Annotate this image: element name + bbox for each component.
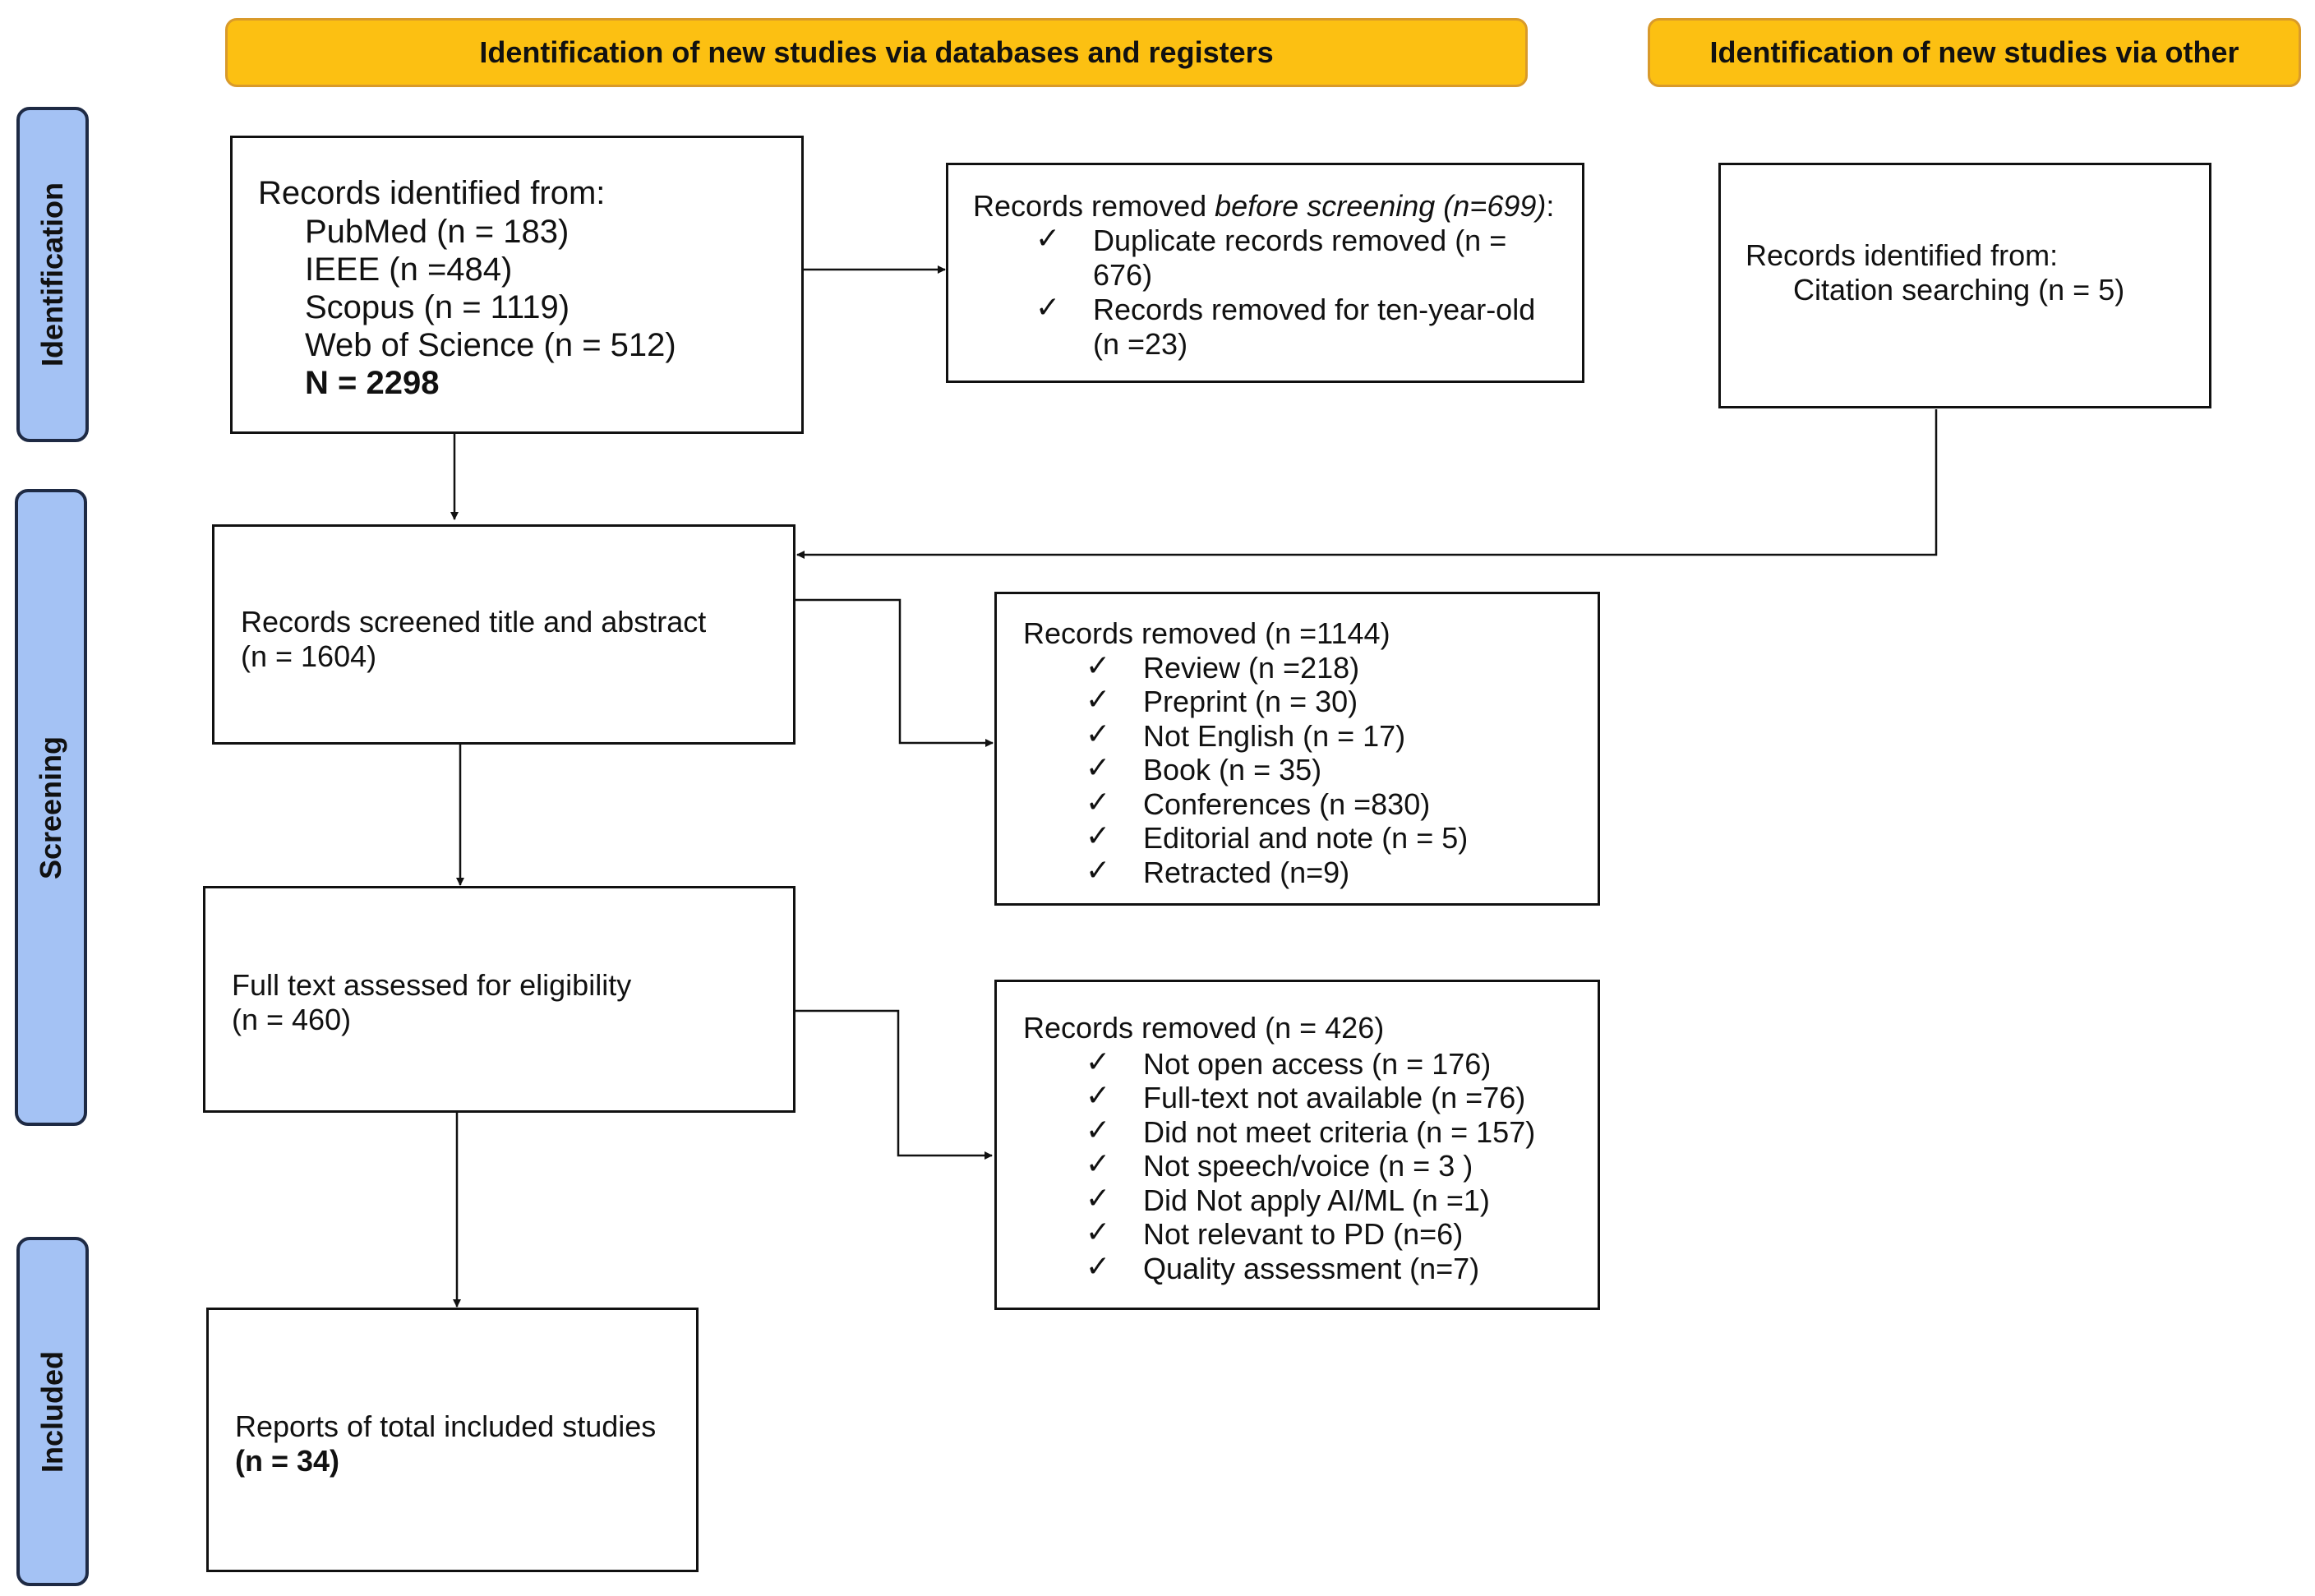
removed-screening-heading: Records removed (n =1144) xyxy=(1023,616,1390,650)
box-removed-before-screening: Records removed before screening (n=699)… xyxy=(946,163,1584,383)
check-icon: ✓ xyxy=(1086,819,1111,853)
removed-before-item-2-line-2: (n =23) xyxy=(1093,327,1188,361)
removed-screening-item: Editorial and note (n = 5) xyxy=(1143,821,1469,855)
full-text-label: Full text assessed for eligibility xyxy=(232,968,632,1002)
check-icon: ✓ xyxy=(1086,1079,1111,1113)
removed-fulltext-item: Quality assessment (n=7) xyxy=(1143,1252,1480,1285)
removed-before-item-2-line-1: Records removed for ten-year-old xyxy=(1093,293,1536,326)
box-removed-fulltext: Records removed (n = 426) ✓ Not open acc… xyxy=(994,980,1600,1310)
removed-screening-item: Not English (n = 17) xyxy=(1143,719,1406,753)
removed-fulltext-item: Full-text not available (n =76) xyxy=(1143,1081,1526,1114)
removed-before-heading-a: Records removed xyxy=(973,189,1215,223)
check-icon: ✓ xyxy=(1086,854,1111,888)
check-icon: ✓ xyxy=(1086,1250,1111,1284)
check-icon: ✓ xyxy=(1086,1215,1111,1249)
check-icon: ✓ xyxy=(1086,683,1111,717)
records-identified-heading: Records identified from: xyxy=(258,175,606,211)
removed-before-item-1-line-2: 676) xyxy=(1093,258,1153,292)
check-icon: ✓ xyxy=(1035,222,1061,256)
check-icon: ✓ xyxy=(1086,751,1111,785)
arrow-fulltext-to-removed xyxy=(795,1009,993,1160)
stage-identification: Identification xyxy=(16,107,89,442)
records-identified-scopus: Scopus (n = 1119) xyxy=(305,289,570,325)
check-icon: ✓ xyxy=(1086,1147,1111,1181)
box-other-identified: Records identified from: Citation search… xyxy=(1718,163,2211,408)
box-included: Reports of total included studies (n = 3… xyxy=(206,1308,699,1572)
header-databases-label: Identification of new studies via databa… xyxy=(479,35,1274,69)
box-full-text: Full text assessed for eligibility (n = … xyxy=(203,886,795,1113)
removed-screening-item: Retracted (n=9) xyxy=(1143,856,1350,889)
removed-fulltext-item: Not open access (n = 176) xyxy=(1143,1047,1492,1081)
removed-screening-item: Review (n =218) xyxy=(1143,651,1360,685)
included-count: (n = 34) xyxy=(235,1444,340,1478)
removed-before-heading-b: before screening (n=699) xyxy=(1215,189,1547,223)
header-other: Identification of new studies via other xyxy=(1648,18,2301,87)
arrow-screened-to-removed xyxy=(795,598,994,747)
other-identified-heading: Records identified from: xyxy=(1745,238,2059,272)
check-icon: ✓ xyxy=(1086,1045,1111,1079)
removed-screening-item: Book (n = 35) xyxy=(1143,753,1322,786)
header-other-label: Identification of new studies via other xyxy=(1709,35,2239,69)
stage-screening: Screening xyxy=(15,489,87,1126)
removed-fulltext-item: Not speech/voice (n = 3 ) xyxy=(1143,1149,1473,1183)
other-identified-citation: Citation searching (n = 5) xyxy=(1793,273,2125,307)
removed-fulltext-item: Not relevant to PD (n=6) xyxy=(1143,1217,1464,1251)
records-identified-pubmed: PubMed (n = 183) xyxy=(305,214,570,250)
removed-before-item-1-line-1: Duplicate records removed (n = xyxy=(1093,224,1507,257)
removed-screening-item: Conferences (n =830) xyxy=(1143,787,1431,821)
removed-fulltext-heading: Records removed (n = 426) xyxy=(1023,1011,1385,1045)
stage-included: Included xyxy=(16,1237,89,1586)
records-identified-ieee: IEEE (n =484) xyxy=(305,251,513,288)
screened-count: (n = 1604) xyxy=(241,639,377,673)
removed-fulltext-item: Did not meet criteria (n = 157) xyxy=(1143,1115,1536,1149)
removed-before-heading-c: : xyxy=(1546,189,1555,223)
check-icon: ✓ xyxy=(1086,649,1111,683)
header-databases: Identification of new studies via databa… xyxy=(225,18,1528,87)
check-icon: ✓ xyxy=(1086,717,1111,751)
removed-fulltext-item: Did Not apply AI/ML (n =1) xyxy=(1143,1183,1490,1217)
box-records-identified: Records identified from: PubMed (n = 183… xyxy=(230,136,804,434)
check-icon: ✓ xyxy=(1086,1182,1111,1215)
full-text-count: (n = 460) xyxy=(232,1003,352,1036)
check-icon: ✓ xyxy=(1035,291,1061,325)
removed-screening-item: Preprint (n = 30) xyxy=(1143,685,1358,718)
included-label: Reports of total included studies xyxy=(235,1409,657,1443)
records-identified-total: N = 2298 xyxy=(305,365,440,401)
box-removed-screening: Records removed (n =1144) ✓ Review (n =2… xyxy=(994,592,1600,906)
check-icon: ✓ xyxy=(1086,1114,1111,1147)
removed-before-heading: Records removed before screening (n=699)… xyxy=(973,191,1554,221)
screened-label: Records screened title and abstract xyxy=(241,605,707,639)
records-identified-wos: Web of Science (n = 512) xyxy=(305,327,676,363)
arrow-other-to-screened xyxy=(796,409,1938,559)
check-icon: ✓ xyxy=(1086,786,1111,819)
box-records-screened: Records screened title and abstract (n =… xyxy=(212,524,795,745)
